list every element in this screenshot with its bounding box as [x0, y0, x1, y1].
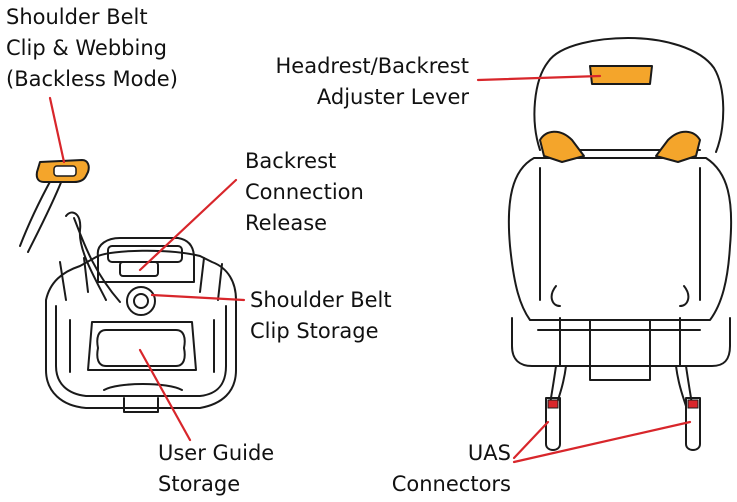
label-line: Clip & Webbing: [6, 36, 167, 60]
label-line: Release: [245, 211, 328, 235]
leader-uas-connector-left: [512, 420, 550, 460]
label-backrest-connection-release: Backrest Connection Release: [245, 146, 364, 239]
label-line: Storage: [158, 472, 241, 496]
label-line: Connection: [245, 180, 364, 204]
label-user-guide-storage: User Guide Storage: [158, 438, 274, 500]
leader-shoulder-belt-clip-webbing: [48, 96, 66, 164]
left-shoulder-guide: [539, 130, 585, 163]
label-line: Shoulder Belt: [6, 5, 148, 29]
headrest-adjuster-lever-shape: [589, 65, 653, 85]
leader-headrest-adjuster-lever: [476, 74, 602, 82]
label-line: Headrest/Backrest: [275, 54, 469, 78]
label-shoulder-belt-clip-webbing: Shoulder Belt Clip & Webbing (Backless M…: [6, 2, 178, 95]
label-uas-connectors: UAS Connectors: [392, 438, 511, 500]
label-line: UAS: [467, 441, 511, 465]
booster-base: [19, 177, 237, 413]
label-line: Connectors: [391, 472, 511, 496]
label-line: Backrest: [245, 149, 337, 173]
leader-shoulder-belt-clip-storage: [150, 293, 246, 302]
label-line: Adjuster Lever: [316, 85, 469, 109]
right-shoulder-guide: [655, 130, 701, 163]
high-back-booster: [507, 37, 733, 451]
leader-uas-connector-right: [512, 420, 692, 464]
label-shoulder-belt-clip-storage: Shoulder Belt Clip Storage: [250, 285, 392, 347]
label-line: Clip Storage: [250, 319, 379, 343]
shoulder-belt-webbing: [19, 177, 121, 303]
label-line: User Guide: [158, 441, 275, 465]
label-line: (Backless Mode): [6, 67, 178, 91]
leader-user-guide-storage: [138, 348, 192, 442]
leader-backrest-connection-release: [138, 178, 238, 272]
label-line: Shoulder Belt: [250, 288, 392, 312]
label-headrest-adjuster-lever: Headrest/Backrest Adjuster Lever: [275, 51, 469, 113]
